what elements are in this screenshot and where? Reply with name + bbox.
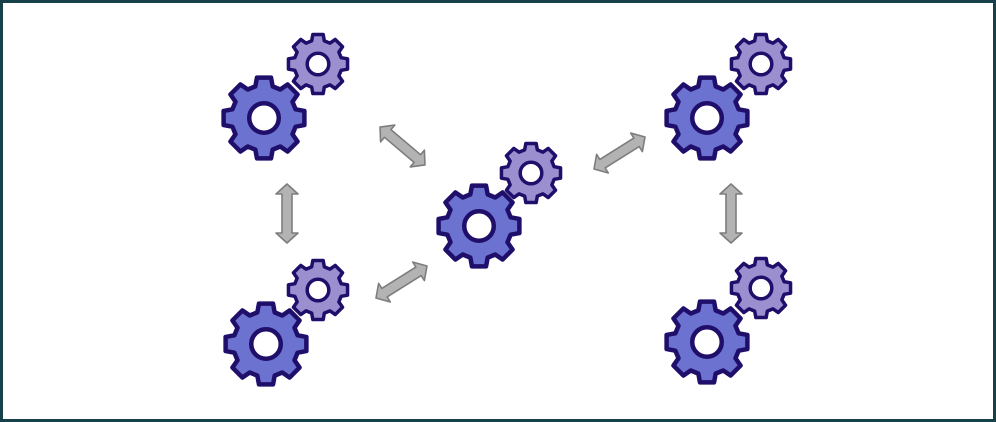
gear-cluster-bottom-left	[223, 258, 350, 387]
gear-cluster-center	[436, 141, 563, 269]
large-gear-icon	[223, 301, 309, 387]
large-gear-icon	[221, 75, 307, 161]
gear-cluster-top-left	[221, 32, 350, 161]
large-gear-icon	[664, 75, 750, 161]
arrow-top-left-to-center	[379, 124, 426, 168]
arrow-center-to-top-right	[593, 132, 646, 174]
small-gear-icon	[729, 256, 793, 320]
large-gear-icon	[436, 183, 522, 269]
arrow-bottom-left-to-center	[375, 261, 428, 303]
gear-cluster-bottom-right	[664, 256, 793, 385]
large-gear-icon	[664, 299, 750, 385]
connectors-layer	[275, 124, 743, 303]
small-gear-icon	[729, 32, 793, 96]
arrow-top-left-to-bottom-left	[275, 183, 299, 244]
small-gear-icon	[286, 32, 350, 96]
gear-clusters-layer	[221, 32, 793, 387]
small-gear-icon	[286, 258, 350, 322]
gear-cluster-top-right	[664, 32, 793, 161]
small-gear-icon	[499, 141, 563, 205]
arrow-top-right-to-bottom-right	[719, 183, 743, 244]
